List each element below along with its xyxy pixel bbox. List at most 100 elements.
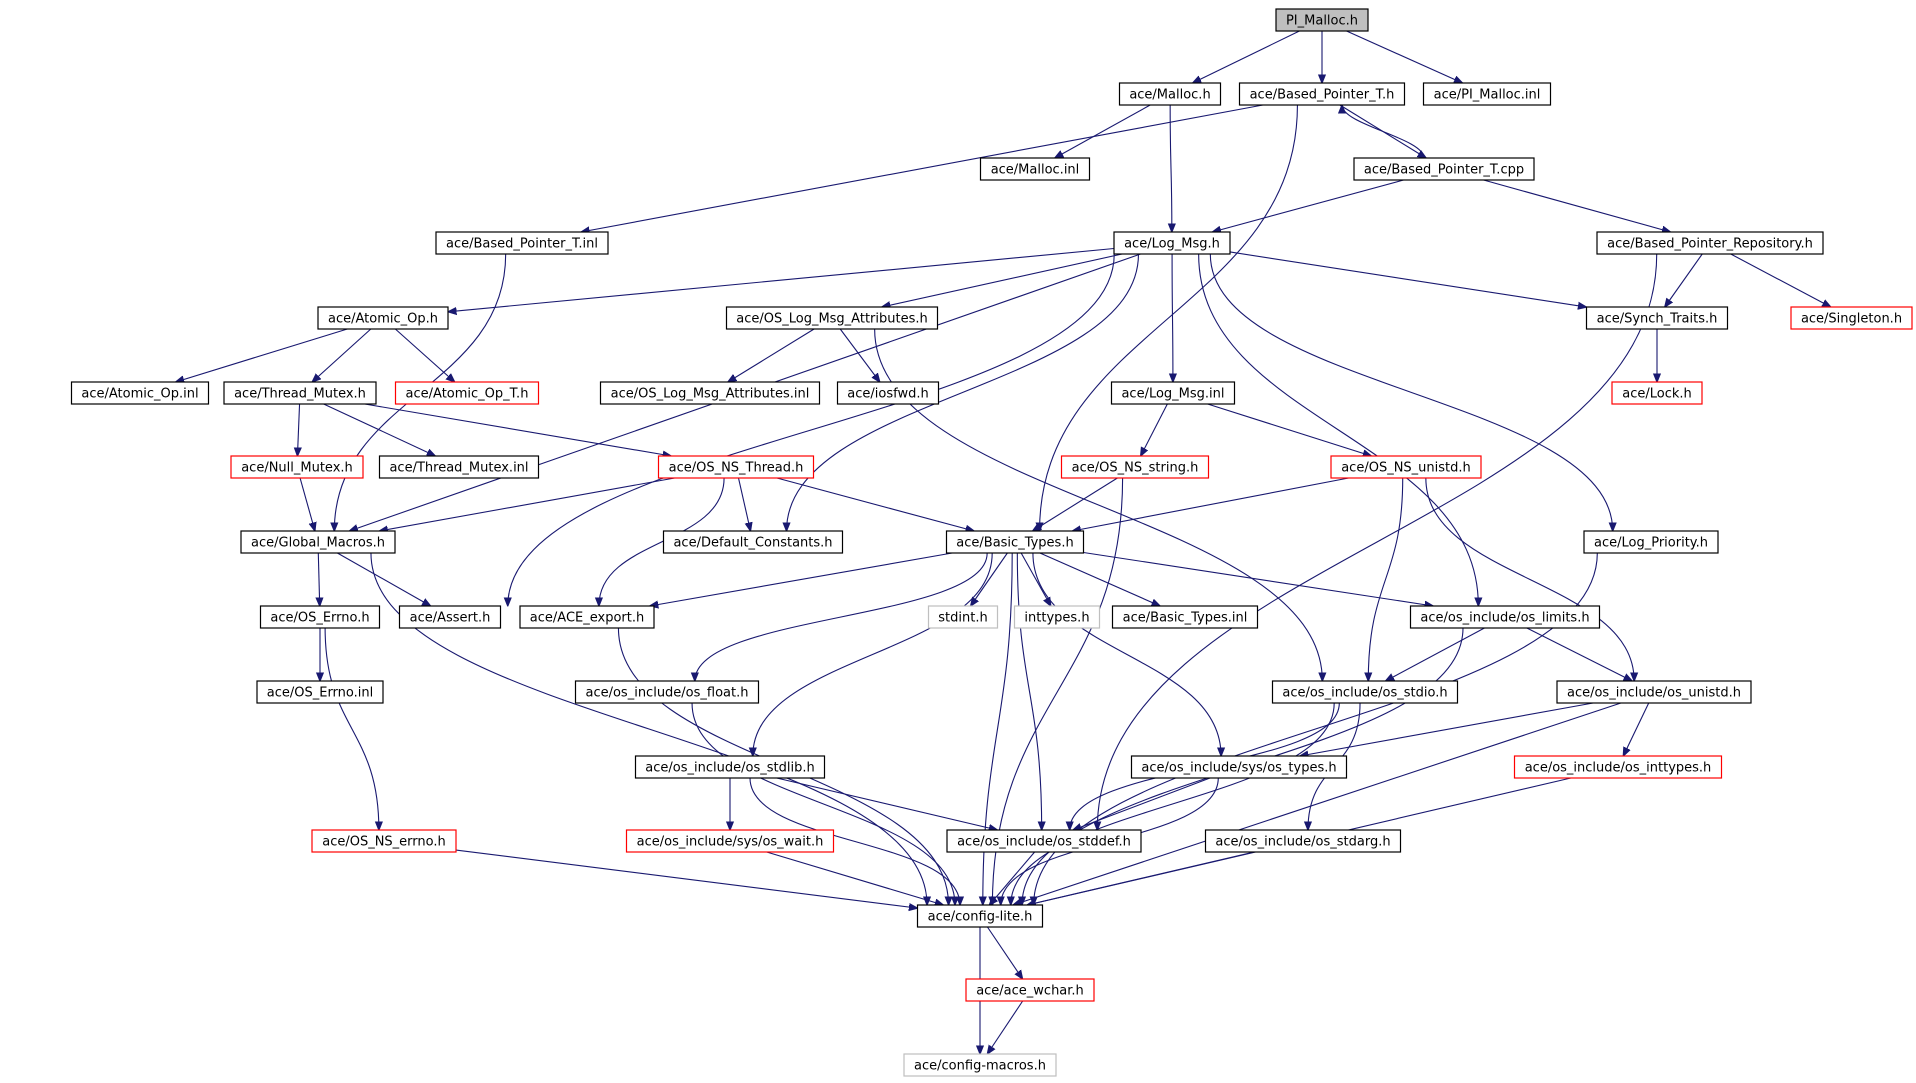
node-ace-os-errno-h[interactable]: ace/OS_Errno.h [259,605,381,629]
node-ace-atomic-op-t-h[interactable]: ace/Atomic_Op_T.h [394,381,540,405]
edge [839,328,880,382]
node-ace-os-include-sys-os-types-h[interactable]: ace/os_include/sys/os_types.h [1130,755,1348,779]
node-box [398,605,502,629]
node-label: ace/os_include/os_inttypes.h [1525,761,1712,776]
node-ace-based-pointer-t-h[interactable]: ace/Based_Pointer_T.h [1238,82,1406,106]
node-ace-assert-h[interactable]: ace/Assert.h [398,605,502,629]
node-ace-malloc-h[interactable]: ace/Malloc.h [1118,82,1222,106]
node-box [1353,157,1535,181]
node-ace-os-errno-inl[interactable]: ace/OS_Errno.inl [256,680,384,704]
node-ace-iosfwd-h[interactable]: ace/iosfwd.h [836,381,940,405]
node-ace-malloc-inl[interactable]: ace/Malloc.inl [979,157,1091,181]
node-ace-os-include-os-stdlib-h[interactable]: ace/os_include/os_stdlib.h [634,755,826,779]
edge [753,552,993,756]
edge-ace-os-include-sys-os-types-h-to-ace-os-include-os-stddef-h [1073,777,1211,830]
edge [1623,702,1650,756]
edge [1083,551,1434,606]
node-box [230,455,364,479]
node-ace-os-include-os-float-h[interactable]: ace/os_include/os_float.h [574,680,760,704]
edge [176,328,348,382]
node-ace-os-include-os-limits-h[interactable]: ace/os_include/os_limits.h [1409,605,1601,629]
node-box [1238,82,1406,106]
node-inttypes-h[interactable]: inttypes.h [1013,605,1101,629]
node-ace-os-include-os-stdarg-h[interactable]: ace/os_include/os_stdarg.h [1204,829,1402,853]
node-label: ace/config-macros.h [914,1059,1046,1074]
node-ace-based-pointer-t-cpp[interactable]: ace/Based_Pointer_T.cpp [1353,157,1535,181]
node-ace-lock-h[interactable]: ace/Lock.h [1611,381,1703,405]
node-label: ace/Default_Constants.h [673,536,832,551]
node-label: ace/OS_NS_string.h [1072,461,1199,476]
node-label: ace/os_include/os_stddef.h [957,835,1131,850]
edge-ace-os-include-os-stdio-h-to-ace-config-lite-h [1011,702,1335,905]
edge [971,552,1008,606]
edge-ace-basic-types-h-to-ace-os-include-os-limits-h [1083,551,1434,606]
node-ace-os-include-os-inttypes-h[interactable]: ace/os_include/os_inttypes.h [1513,755,1723,779]
node-label: ace/OS_Errno.inl [267,686,373,701]
node-ace-log-priority-h[interactable]: ace/Log_Priority.h [1583,530,1719,554]
node-ace-os-include-sys-os-wait-h[interactable]: ace/os_include/sys/os_wait.h [625,829,835,853]
node-stdint-h[interactable]: stdint.h [927,605,999,629]
edge [599,477,725,606]
node-ace-based-pointer-t-inl[interactable]: ace/Based_Pointer_T.inl [435,231,609,255]
edge-ace-based-pointer-repository-h-to-ace-singleton-h [1730,253,1831,307]
edge [695,552,988,681]
node-ace-atomic-op-h[interactable]: ace/Atomic_Op.h [317,306,449,330]
edge-ace-os-include-os-stdarg-h-to-ace-config-lite-h [1027,851,1256,905]
node-box [1409,605,1601,629]
edge-ace-basic-types-h-to-ace-os-include-os-stddef-h [1016,552,1041,830]
node-ace-os-ns-string-h[interactable]: ace/OS_NS_string.h [1060,455,1210,479]
node-ace-singleton-h[interactable]: ace/Singleton.h [1790,306,1913,330]
edge [337,552,430,606]
node-ace-os-ns-thread-h[interactable]: ace/OS_NS_Thread.h [657,455,815,479]
edge [448,247,1115,312]
node-ace-log-msg-h[interactable]: ace/Log_Msg.h [1113,231,1231,255]
node-ace-os-log-msg-attributes-h[interactable]: ace/OS_Log_Msg_Attributes.h [725,306,939,330]
node-ace-log-msg-inl[interactable]: ace/Log_Msg.inl [1110,381,1236,405]
node-ace-based-pointer-repository-h[interactable]: ace/Based_Pointer_Repository.h [1596,231,1824,255]
node-ace-os-include-os-stddef-h[interactable]: ace/os_include/os_stddef.h [946,829,1142,853]
node-ace-os-log-msg-attributes-inl[interactable]: ace/OS_Log_Msg_Attributes.inl [599,381,821,405]
node-box [1596,231,1824,255]
node-ace-synch-traits-h[interactable]: ace/Synch_Traits.h [1585,306,1729,330]
node-ace-os-ns-errno-h[interactable]: ace/OS_NS_errno.h [311,829,457,853]
node-box [1513,755,1723,779]
edge-ace-thread-mutex-h-to-ace-null-mutex-h [297,403,299,456]
node-ace-config-macros-h[interactable]: ace/config-macros.h [903,1053,1057,1077]
node-label: ace/OS_NS_unistd.h [1341,461,1471,476]
node-ace-ace-export-h[interactable]: ace/ACE_export.h [519,605,655,629]
edge-ace-ace-wchar-h-to-ace-config-macros-h [987,1000,1024,1054]
edge [776,477,974,531]
node-ace-ace-wchar-h[interactable]: ace/ace_wchar.h [965,978,1095,1002]
node-label: ace/Log_Msg.h [1124,237,1220,252]
node-ace-global-macros-h[interactable]: ace/Global_Macros.h [240,530,396,554]
node-label: ace/Malloc.h [1129,88,1210,103]
node-ace-thread-mutex-inl[interactable]: ace/Thread_Mutex.inl [378,455,540,479]
node-ace-os-include-os-unistd-h[interactable]: ace/os_include/os_unistd.h [1556,680,1752,704]
node-ace-atomic-op-inl[interactable]: ace/Atomic_Op.inl [70,381,210,405]
node-ace-os-ns-unistd-h[interactable]: ace/OS_NS_unistd.h [1330,455,1482,479]
node-ace-null-mutex-h[interactable]: ace/Null_Mutex.h [230,455,364,479]
node-ace-basic-types-h[interactable]: ace/Basic_Types.h [945,530,1085,554]
node-box [599,381,821,405]
node-label: ace/os_include/os_stdlib.h [645,761,814,776]
edge [1300,702,1594,756]
node-label: ace/Assert.h [410,611,491,626]
edge [394,328,454,382]
node-label: ace/Atomic_Op.h [328,312,438,327]
edge-ace-basic-types-h-to-ace-basic-types-inl [1039,552,1160,606]
node-ace-config-lite-h[interactable]: ace/config-lite.h [916,904,1044,928]
node-ace-pi-malloc-inl[interactable]: ace/PI_Malloc.inl [1422,82,1552,106]
edge-ace-log-msg-h-to-ace-default-constants-h [787,253,1140,531]
node-ace-os-include-os-stdio-h[interactable]: ace/os_include/os_stdio.h [1271,680,1459,704]
edge-ace-thread-mutex-h-to-ace-os-ns-thread-h [364,403,671,456]
node-ace-thread-mutex-h[interactable]: ace/Thread_Mutex.h [223,381,377,405]
node-ace-default-constants-h[interactable]: ace/Default_Constants.h [662,530,844,554]
node-pi-malloc-h[interactable]: PI_Malloc.h [1275,8,1369,32]
edge-ace-os-log-msg-attributes-h-to-ace-iosfwd-h [839,328,880,382]
node-label: ace/os_include/os_unistd.h [1567,686,1741,701]
node-label: ace/Basic_Types.h [956,536,1073,551]
nodes-layer: PI_Malloc.h ace/Malloc.h ace/Based_Pointer… [70,8,1913,1077]
node-ace-basic-types-inl[interactable]: ace/Basic_Types.inl [1111,605,1259,629]
edge [1730,253,1831,307]
